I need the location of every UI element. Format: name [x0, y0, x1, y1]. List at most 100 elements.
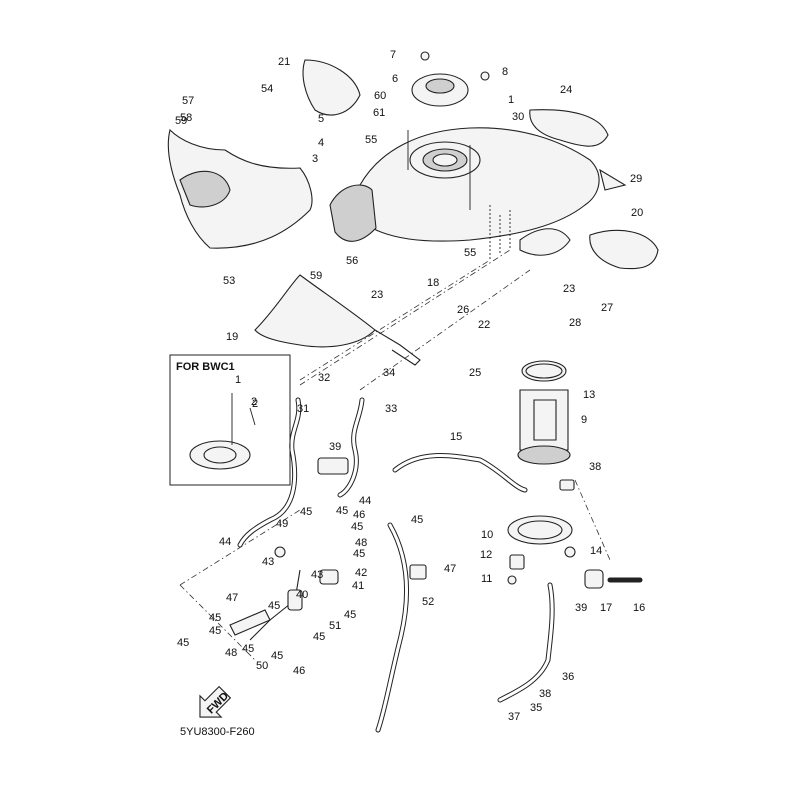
callout-number: 50 — [256, 660, 268, 672]
callout-number: 2 — [251, 396, 257, 408]
callout-number: 54 — [261, 83, 273, 95]
callout-number: 58 — [180, 112, 192, 124]
callout-number: 31 — [297, 403, 309, 415]
callout-number: 3 — [312, 153, 318, 165]
callout-number: 46 — [353, 509, 365, 521]
callout-number: 13 — [583, 389, 595, 401]
callout-number: 45 — [177, 637, 189, 649]
callout-number: 45 — [351, 521, 363, 533]
callout-number: 30 — [512, 111, 524, 123]
callout-number: 2 — [252, 398, 258, 410]
callout-number: 14 — [590, 545, 602, 557]
callout-number: 36 — [562, 671, 574, 683]
callout-number: 28 — [569, 317, 581, 329]
callout-number: 44 — [359, 495, 371, 507]
fuel-cap — [411, 51, 490, 107]
callout-number: 4 — [318, 137, 324, 149]
callout-number: 51 — [329, 620, 341, 632]
callout-number: 23 — [371, 289, 383, 301]
callout-number: 22 — [478, 319, 490, 331]
callout-number: 32 — [318, 372, 330, 384]
callout-number: 25 — [469, 367, 481, 379]
callout-number: 45 — [268, 600, 280, 612]
callout-number: 20 — [631, 207, 643, 219]
fuel-tank — [329, 127, 600, 260]
fittings — [229, 457, 604, 636]
callout-number: 45 — [209, 612, 221, 624]
callout-number: 27 — [601, 302, 613, 314]
callout-number: 55 — [464, 247, 476, 259]
side-cover-right — [529, 109, 659, 270]
callout-number: 18 — [427, 277, 439, 289]
callout-number: 61 — [373, 107, 385, 119]
callout-number: 5 — [318, 113, 324, 125]
callout-number: 26 — [457, 304, 469, 316]
callout-number: 48 — [355, 537, 367, 549]
callout-number: 42 — [355, 567, 367, 579]
callout-number: 59 — [175, 115, 187, 127]
callout-number: 49 — [276, 518, 288, 530]
callout-number: 37 — [508, 711, 520, 723]
pump-plate — [507, 515, 573, 545]
callout-number: 38 — [589, 461, 601, 473]
callout-number: 6 — [392, 73, 398, 85]
callout-number: 23 — [563, 283, 575, 295]
callout-number: 44 — [219, 536, 231, 548]
callout-number: 45 — [411, 514, 423, 526]
callout-number: 45 — [300, 506, 312, 518]
callout-number: 8 — [502, 66, 508, 78]
callout-number: 43 — [311, 569, 323, 581]
callout-number: 39 — [329, 441, 341, 453]
callout-number: 59 — [310, 270, 322, 282]
callout-number: 57 — [182, 95, 194, 107]
drawing-code: 5YU8300-F260 — [180, 726, 255, 738]
side-cover-left — [167, 59, 361, 249]
callout-number: 41 — [352, 580, 364, 592]
callout-number: 52 — [422, 596, 434, 608]
callout-number: 15 — [450, 431, 462, 443]
callout-number: 29 — [630, 173, 642, 185]
callout-number: 19 — [226, 331, 238, 343]
callout-number: 46 — [293, 665, 305, 677]
callout-number: 34 — [383, 367, 395, 379]
callout-number: 35 — [530, 702, 542, 714]
callout-number: 47 — [226, 592, 238, 604]
inset-box-bwc1: FOR BWC1 — [169, 354, 291, 486]
callout-number: 55 — [365, 134, 377, 146]
callout-number: 10 — [481, 529, 493, 541]
callout-number: 21 — [278, 56, 290, 68]
callout-number: 45 — [313, 631, 325, 643]
callout-number: 39 — [575, 602, 587, 614]
callout-number: 38 — [539, 688, 551, 700]
callout-number: 53 — [223, 275, 235, 287]
callout-number: 7 — [390, 49, 396, 61]
callout-number: 56 — [346, 255, 358, 267]
callout-number: 12 — [480, 549, 492, 561]
callout-number: 24 — [560, 84, 572, 96]
fwd-arrow: FWD — [199, 685, 231, 718]
callout-number: 11 — [481, 573, 492, 585]
assembly-lines — [179, 249, 611, 661]
callout-number: 9 — [581, 414, 587, 426]
callout-number: 48 — [225, 647, 237, 659]
callout-number: 45 — [242, 643, 254, 655]
callout-number: 17 — [600, 602, 612, 614]
callout-number: 45 — [271, 650, 283, 662]
callout-number: 45 — [336, 505, 348, 517]
callout-number: 47 — [444, 563, 456, 575]
fuel-pump — [517, 360, 571, 465]
callout-number: 16 — [633, 602, 645, 614]
callout-number: 33 — [385, 403, 397, 415]
tank-under-cover — [254, 274, 421, 366]
callout-number: 45 — [209, 625, 221, 637]
callout-number: 1 — [235, 374, 241, 386]
callout-number: 45 — [344, 609, 356, 621]
callout-number: 45 — [353, 548, 365, 560]
callout-number: 40 — [296, 589, 308, 601]
inset-title: FOR BWC1 — [176, 361, 235, 373]
callout-number: 43 — [262, 556, 274, 568]
callout-number: 1 — [508, 94, 514, 106]
fuel-hoses — [237, 397, 643, 733]
